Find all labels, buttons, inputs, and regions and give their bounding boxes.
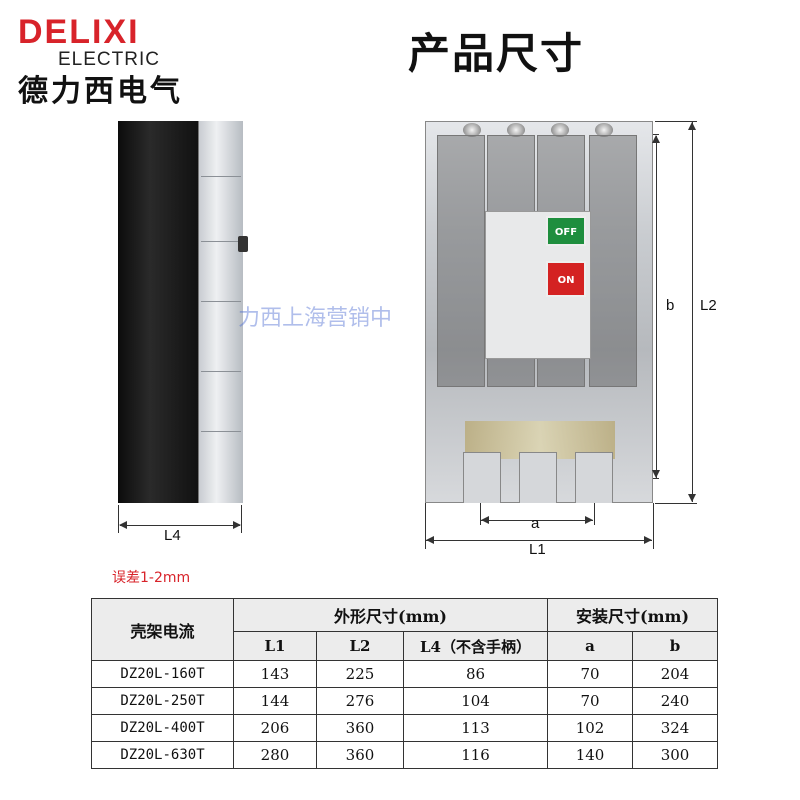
cell-a: 140 — [547, 741, 634, 769]
table-row: DZ20L-400T 206 360 113 102 324 — [91, 714, 719, 742]
cell-l2: 360 — [316, 714, 404, 742]
cell-l1: 206 — [233, 714, 317, 742]
cell-l1: 144 — [233, 687, 317, 715]
dimension-label-l4: L4 — [164, 527, 181, 544]
cell-l4: 116 — [402, 741, 549, 769]
cell-a: 102 — [547, 714, 634, 742]
on-button: ON — [546, 261, 586, 297]
cell-l1: 143 — [233, 660, 317, 688]
cell-l2: 360 — [316, 741, 404, 769]
cell-l4: 113 — [402, 714, 549, 742]
cell-b: 324 — [632, 714, 719, 742]
page-title: 产品尺寸 — [408, 29, 585, 78]
header-l2: L2 — [316, 631, 404, 661]
cell-b: 204 — [632, 660, 719, 688]
side-view-handle — [238, 236, 248, 252]
table-row: DZ20L-250T 144 276 104 70 240 — [91, 687, 719, 715]
dimension-spec-table: 壳架电流 外形尺寸(mm) 安装尺寸(mm) L1 L2 L4（不含手柄） a … — [91, 598, 719, 769]
dimension-label-b: b — [666, 297, 675, 314]
brand-subtitle: ELECTRIC — [58, 49, 160, 70]
off-button: OFF — [546, 216, 586, 246]
header-outer-dimensions: 外形尺寸(mm) — [232, 598, 549, 632]
cell-model: DZ20L-160T — [91, 660, 234, 688]
watermark-text: 力西上海营销中 — [238, 306, 393, 331]
cell-l4: 104 — [402, 687, 549, 715]
dimension-label-l1: L1 — [529, 541, 546, 558]
cell-model: DZ20L-630T — [91, 741, 234, 769]
header-a: a — [547, 631, 634, 661]
brand-chinese-name: 德力西电气 — [18, 74, 183, 109]
cell-b: 240 — [632, 687, 719, 715]
cell-l1: 280 — [233, 741, 317, 769]
cell-a: 70 — [547, 687, 634, 715]
side-view-black-housing — [118, 121, 198, 503]
header-l1: L1 — [233, 631, 317, 661]
breaker-front-view: OFF ON — [425, 121, 653, 503]
cell-l2: 225 — [316, 660, 404, 688]
dimension-label-a: a — [531, 515, 540, 532]
header-mount-dimensions: 安装尺寸(mm) — [547, 598, 719, 632]
breaker-side-view — [118, 121, 248, 503]
table-row: DZ20L-160T 143 225 86 70 204 — [91, 660, 719, 688]
header-model: 壳架电流 — [91, 598, 234, 661]
header-l4: L4（不含手柄） — [402, 631, 549, 661]
tolerance-note: 误差1-2mm — [112, 570, 191, 586]
brand-logo: DELIXI ELECTRIC 德力西电气 — [18, 14, 198, 110]
cell-l2: 276 — [316, 687, 404, 715]
cell-model: DZ20L-400T — [91, 714, 234, 742]
cell-model: DZ20L-250T — [91, 687, 234, 715]
side-view-clear-cover — [198, 121, 243, 503]
header-b: b — [632, 631, 719, 661]
cell-a: 70 — [547, 660, 634, 688]
cell-l4: 86 — [402, 660, 549, 688]
dimension-label-l2: L2 — [700, 297, 717, 314]
brand-wordmark: DELIXI — [18, 13, 140, 51]
cell-b: 300 — [632, 741, 719, 769]
table-row: DZ20L-630T 280 360 116 140 300 — [91, 741, 719, 769]
